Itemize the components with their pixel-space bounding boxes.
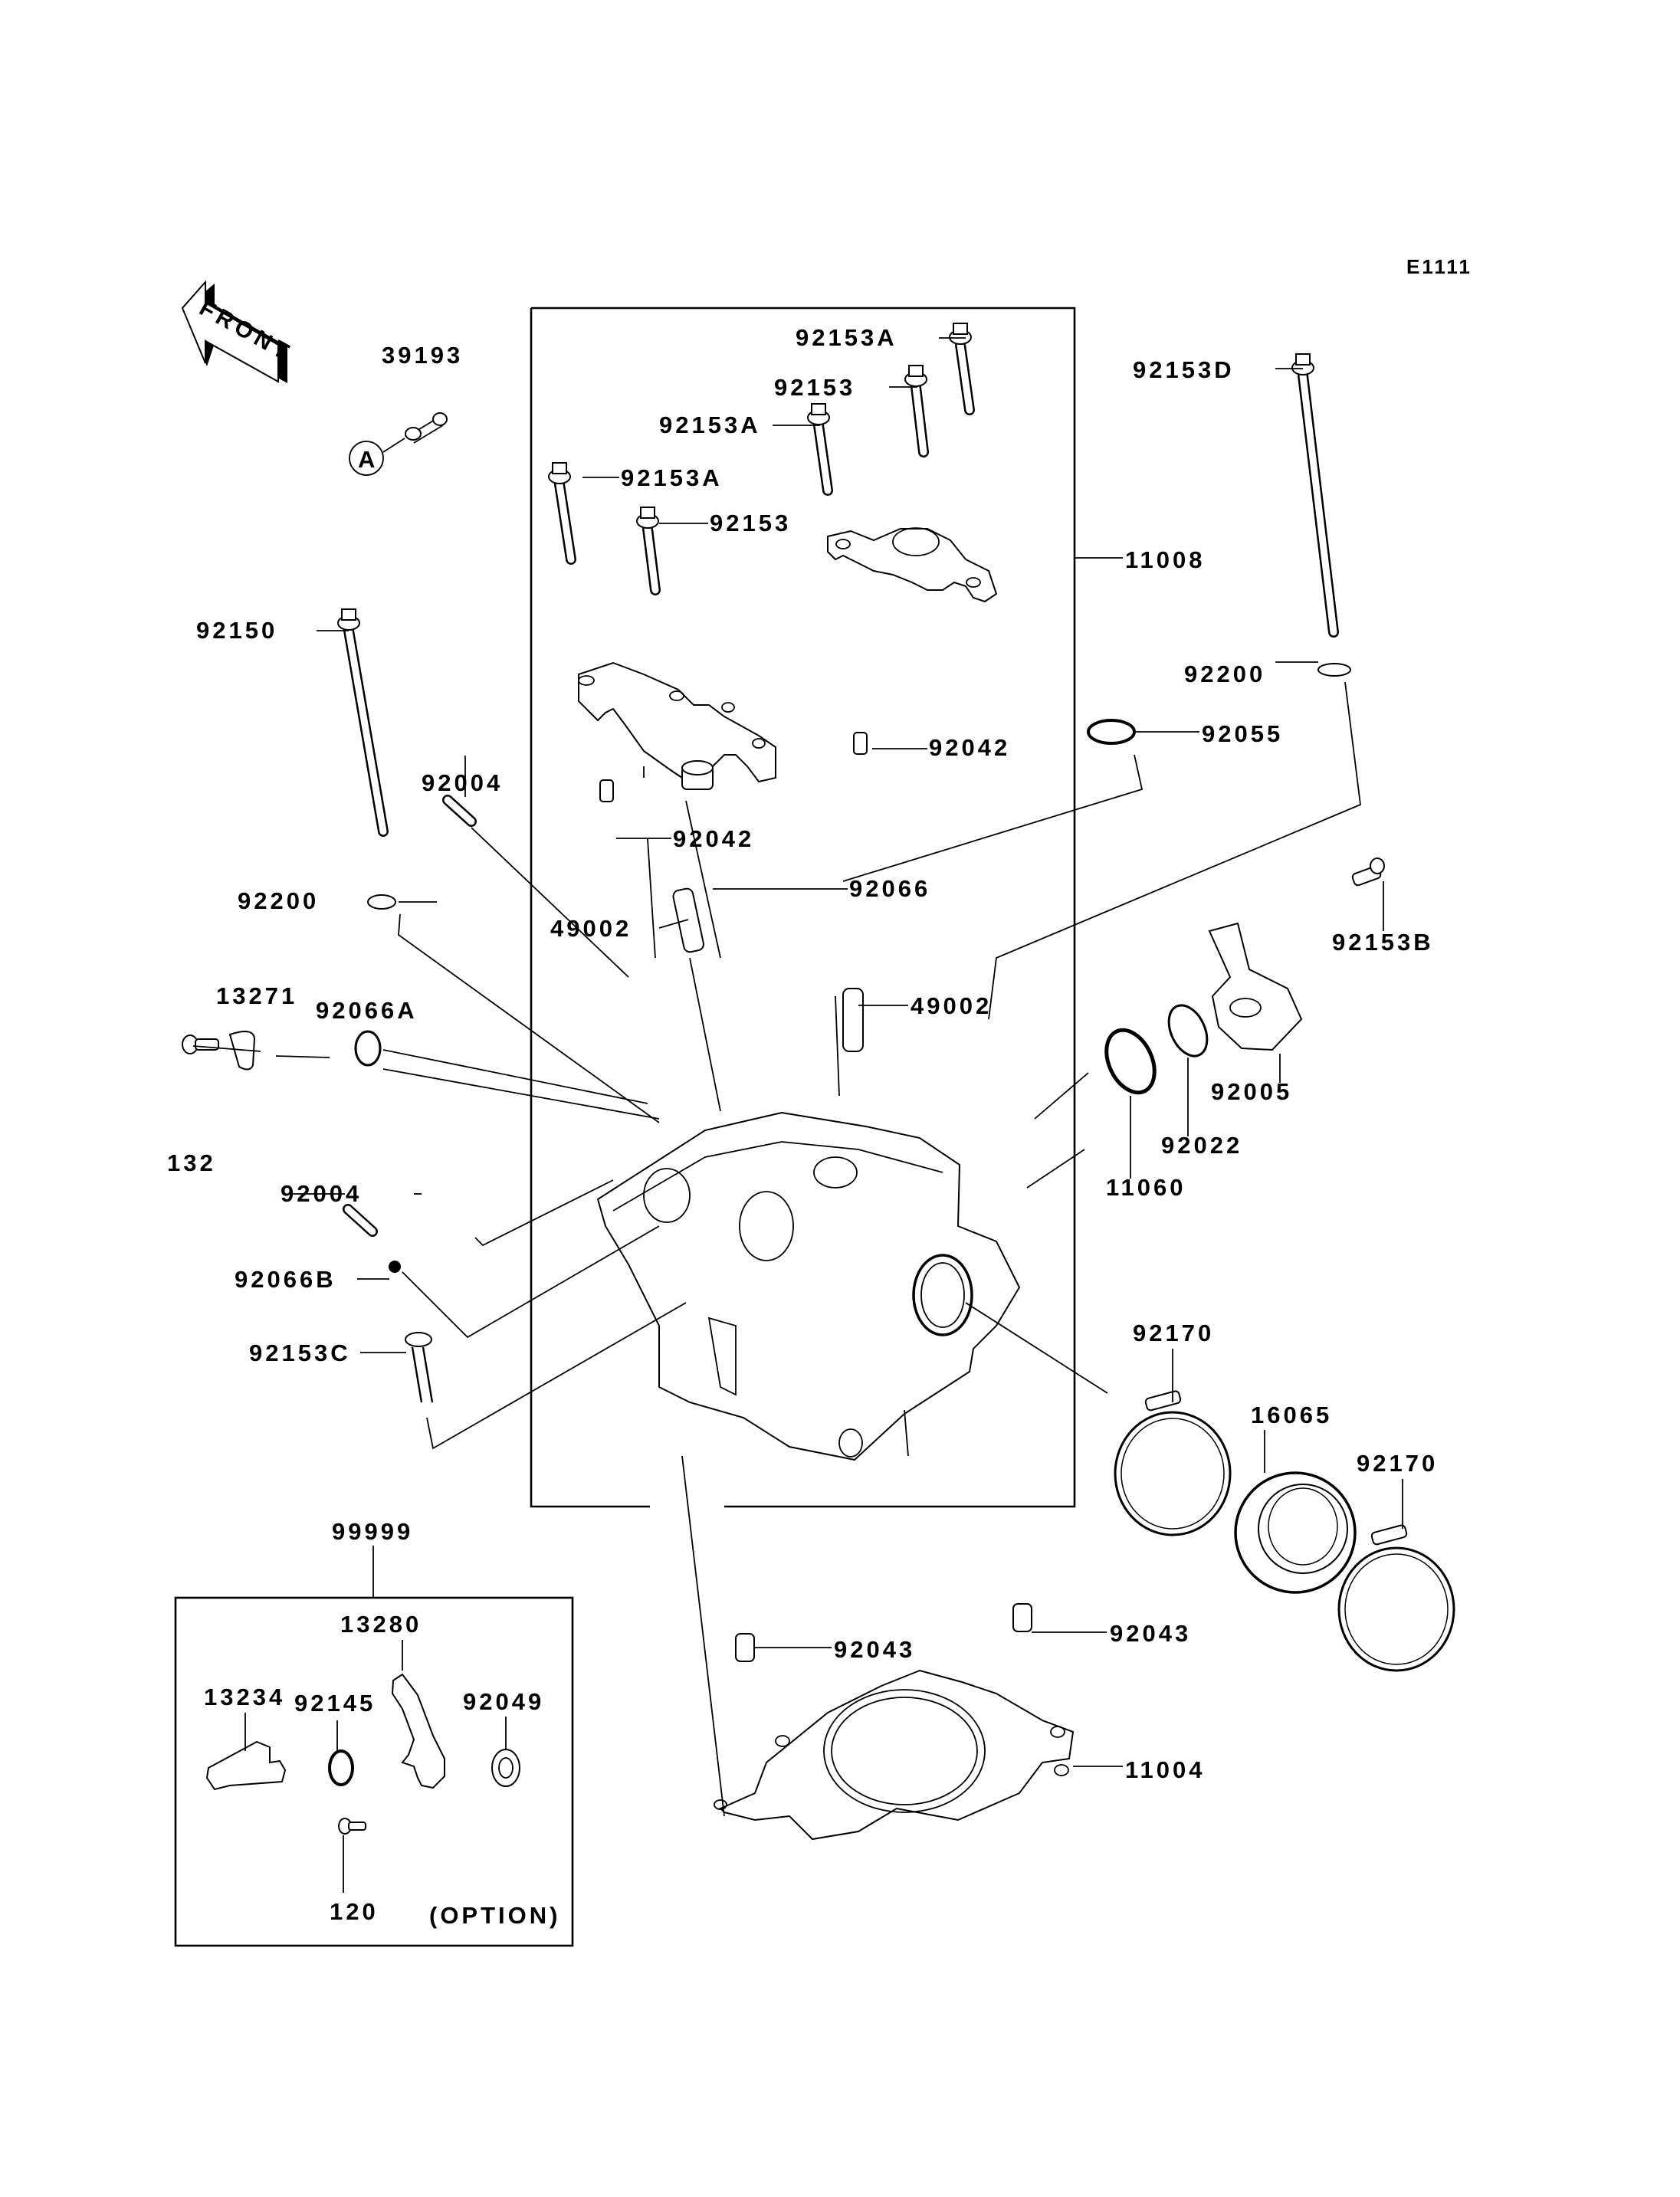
part-label-13234[interactable]: 13234 [204, 1684, 285, 1710]
option-note: (OPTION) [429, 1902, 561, 1929]
leader-line [471, 827, 629, 978]
pin-part-drawing [405, 412, 448, 444]
option-kit-parts-drawing [205, 1673, 520, 1835]
leader-line [835, 995, 840, 1097]
svg-text:A: A [358, 446, 375, 473]
plug-92066-drawing [681, 760, 714, 790]
plug-92066B-drawing [389, 1261, 401, 1273]
part-label-92153a[interactable]: 92153A [659, 412, 761, 438]
leader-line [904, 1409, 909, 1457]
cam-cap-left-drawing [578, 661, 776, 787]
fitting-92005-drawing [1208, 922, 1303, 1051]
leader-line [685, 800, 721, 959]
leader-line [382, 1049, 648, 1104]
dowel-right-drawing [853, 732, 868, 755]
bolt-132-drawing [182, 1035, 219, 1054]
part-label-92049[interactable]: 92049 [463, 1688, 544, 1715]
leader-line [1034, 1072, 1089, 1120]
leader-line [275, 1055, 330, 1058]
leader-lines [192, 337, 1403, 1893]
part-label-92200[interactable]: 92200 [1184, 661, 1265, 687]
part-label-132[interactable]: 132 [167, 1149, 216, 1176]
part-label-92043[interactable]: 92043 [834, 1636, 915, 1663]
part-label-92170[interactable]: 92170 [1133, 1320, 1214, 1346]
part-label-92066b[interactable]: 92066B [235, 1266, 336, 1293]
leader-line [1026, 1149, 1085, 1189]
washer-right-drawing [1317, 663, 1351, 677]
leader-line [842, 754, 1144, 882]
ring-92066A-drawing [354, 1030, 382, 1067]
leader-line [965, 1302, 1108, 1394]
part-label-92153d[interactable]: 92153D [1133, 356, 1235, 383]
part-label-92004[interactable]: 92004 [281, 1180, 362, 1207]
part-label-92153a[interactable]: 92153A [796, 324, 897, 351]
diagram-code: E1111 [1406, 255, 1472, 278]
part-label-92042[interactable]: 92042 [673, 825, 754, 852]
washer-left-drawing [367, 894, 396, 910]
part-label-92153[interactable]: 92153 [774, 374, 855, 401]
leader-line [192, 1045, 261, 1052]
part-label-92022[interactable]: 92022 [1161, 1132, 1242, 1159]
part-label-49002[interactable]: 49002 [911, 992, 992, 1019]
part-label-99999[interactable]: 99999 [332, 1518, 413, 1545]
cam-cap-right-drawing [827, 527, 998, 603]
part-label-120[interactable]: 120 [330, 1898, 379, 1925]
part-label-16065[interactable]: 16065 [1251, 1402, 1332, 1428]
part-label-92153c[interactable]: 92153C [249, 1340, 351, 1366]
part-label-92170[interactable]: 92170 [1357, 1450, 1438, 1477]
part-label-92004[interactable]: 92004 [422, 769, 503, 796]
leader-line [474, 1179, 614, 1247]
dowel-left-drawing [599, 779, 614, 802]
leader-line [426, 1302, 687, 1450]
part-label-49002[interactable]: 49002 [550, 915, 632, 942]
leader-line [658, 919, 689, 929]
cylinder-head-drawing [596, 1111, 1021, 1461]
part-label-92145[interactable]: 92145 [294, 1690, 376, 1717]
part-label-92005[interactable]: 92005 [1211, 1078, 1292, 1105]
connector-16065-drawing [1234, 1471, 1357, 1594]
part-label-92066[interactable]: 92066 [849, 875, 930, 902]
part-label-92153[interactable]: 92153 [710, 510, 791, 536]
bolt-drawings [337, 323, 1339, 837]
cam-holder-bracket [530, 307, 1076, 1508]
part-label-11008[interactable]: 11008 [1125, 546, 1206, 573]
part-label-11060[interactable]: 11060 [1106, 1174, 1186, 1201]
clamp-right-drawing [1337, 1524, 1455, 1672]
o-ring-92055-drawing [1087, 719, 1136, 745]
part-label-92153b[interactable]: 92153B [1332, 929, 1434, 956]
part-label-92042[interactable]: 92042 [929, 734, 1010, 761]
leader-line [988, 681, 1361, 1020]
part-label-39193[interactable]: 39193 [382, 342, 463, 369]
front-arrow-icon: FRONT [181, 280, 297, 383]
leader-line [398, 913, 660, 1123]
bolt-92153C-drawing [405, 1332, 434, 1403]
leader-line [681, 1455, 725, 1817]
ring-92022-drawing [1167, 1004, 1209, 1058]
part-label-92153a[interactable]: 92153A [621, 464, 723, 491]
stud-bottom-drawing [343, 1204, 378, 1237]
part-label-92055[interactable]: 92055 [1202, 720, 1283, 747]
leader-line [647, 838, 656, 959]
part-label-13280[interactable]: 13280 [340, 1611, 422, 1638]
valve-guide-right-drawing [842, 988, 864, 1052]
reference-marker-a: A [349, 441, 384, 476]
part-label-92043[interactable]: 92043 [1110, 1620, 1191, 1647]
leader-line [382, 1068, 660, 1120]
part-label-92066a[interactable]: 92066A [316, 997, 418, 1024]
seal-11060-drawing [1104, 1028, 1157, 1095]
part-label-92150[interactable]: 92150 [196, 617, 277, 644]
valve-guide-left-drawing [672, 887, 704, 953]
dowel-92043-right-drawing [1012, 1603, 1032, 1632]
stud-top-drawing [442, 795, 477, 827]
dowel-92043-left-drawing [735, 1633, 755, 1662]
leader-line [402, 1225, 660, 1339]
bolt-92153B-drawing [1351, 857, 1385, 887]
clamp-left-drawing [1114, 1390, 1232, 1536]
part-label-92200[interactable]: 92200 [238, 887, 319, 914]
option-kit-box [174, 1596, 574, 1947]
part-label-11004[interactable]: 11004 [1125, 1756, 1206, 1783]
leader-line [689, 957, 721, 1112]
part-label-13271[interactable]: 13271 [216, 982, 297, 1009]
head-gasket-11004-drawing [714, 1669, 1075, 1841]
